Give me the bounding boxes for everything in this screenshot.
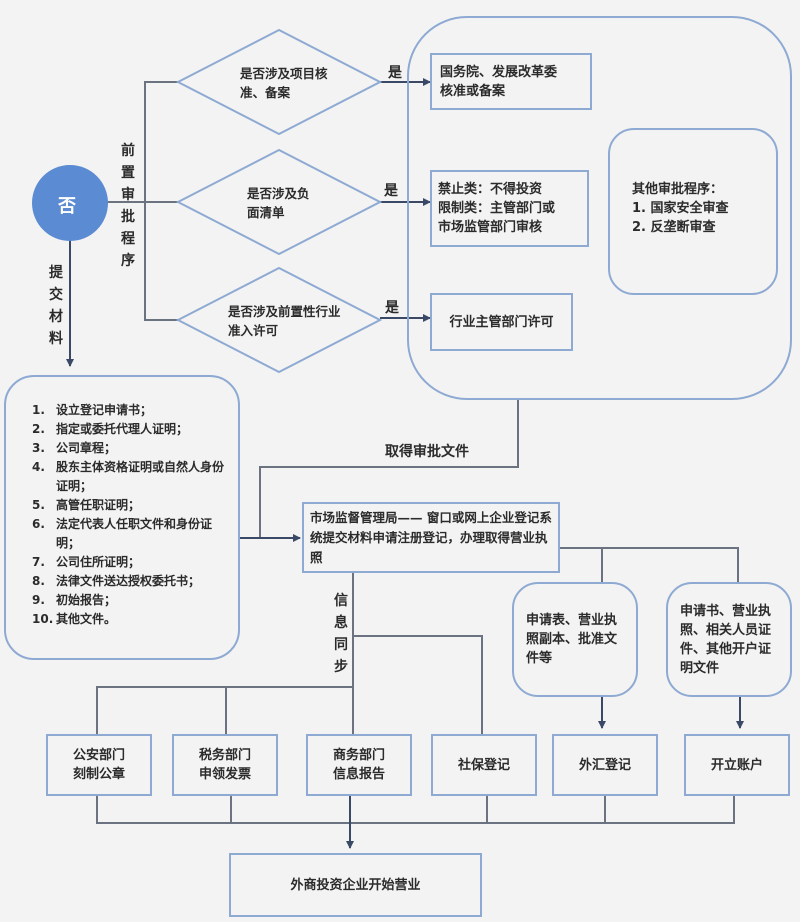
material-item: 6. 法定代表人任职文件和身份证明； — [32, 515, 228, 553]
department-text: 商务部门 — [332, 748, 385, 763]
material-item: 2. 指定或委托代理人证明； — [32, 420, 228, 439]
department-text: 社保登记 — [457, 757, 510, 773]
material-number: 7. — [32, 555, 45, 569]
start-node-circle — [32, 165, 108, 241]
material-text: 公司住所证明； — [56, 555, 141, 569]
material-item: 4. 股东主体资格证明或自然人身份证明； — [32, 458, 228, 496]
department-text: 信息报告 — [332, 767, 385, 782]
department-text: 开立账户 — [710, 757, 763, 773]
material-number: 8. — [32, 574, 45, 588]
material-number: 5. — [32, 498, 45, 512]
material-text: 法定代表人任职文件和身份证明； — [56, 517, 213, 550]
material-text: 初始报告； — [56, 593, 117, 607]
material-text: 指定或委托代理人证明； — [56, 422, 189, 436]
material-number: 3. — [32, 441, 45, 455]
materials-box: 1. 设立登记申请书； 2. 指定或委托代理人证明； 3. 公司章程； 4. 股东主体资格证明… — [4, 375, 240, 660]
final-box: 外商投资企业开始营业 — [229, 853, 482, 917]
tax-box: 税务部门申领发票 — [172, 734, 278, 796]
decision-1-text: 是否涉及项目核准、备案 — [240, 66, 328, 100]
material-item: 5. 高管任职证明； — [32, 496, 228, 515]
material-text: 法律文件送达授权委托书； — [56, 574, 201, 588]
material-item: 9. 初始报告； — [32, 591, 228, 610]
material-number: 10. — [32, 612, 54, 626]
bank-account-box: 开立账户 — [684, 734, 790, 796]
decision-diamond-1 — [175, 28, 383, 136]
department-text: 税务部门 — [198, 748, 251, 763]
department-text: 外汇登记 — [578, 757, 631, 773]
negative-list-box: 禁止类：不得投资 限制类：主管部门或 市场监管部门审核 — [430, 170, 589, 247]
material-text: 股东主体资格证明或自然人身份证明； — [56, 460, 225, 493]
forex-registration-box: 外汇登记 — [552, 734, 658, 796]
materials-list: 1. 设立登记申请书； 2. 指定或委托代理人证明； 3. 公司章程； 4. 股东主体资格证明… — [32, 401, 228, 629]
start-node-label: 否 — [58, 196, 76, 217]
ndrc-approval-box: 国务院、发展改革委 核准或备案 — [430, 53, 592, 110]
yes-label-1: 是 — [388, 65, 402, 81]
material-text: 设立登记申请书； — [56, 403, 153, 417]
yes-label-3: 是 — [385, 300, 399, 316]
commerce-box: 商务部门信息报告 — [306, 734, 412, 796]
industry-permit-box: 行业主管部门许可 — [430, 293, 573, 351]
material-number: 4. — [32, 460, 45, 474]
market-bureau-box: 市场监督管理局—— 窗口或网上企业登记系统提交材料申请注册登记，办理取得营业执照 — [302, 502, 560, 573]
material-item: 10.其他文件。 — [32, 610, 228, 629]
decision-diamond-3 — [175, 266, 383, 374]
yes-label-2: 是 — [384, 183, 398, 199]
decision-diamond-2 — [175, 148, 383, 256]
department-text: 刻制公章 — [72, 767, 125, 782]
bank-docs-box: 申请书、营业执照、相关人员证件、其他开户证明文件 — [666, 582, 792, 697]
material-item: 1. 设立登记申请书； — [32, 401, 228, 420]
forex-docs-box: 申请表、营业执照副本、批准文件等 — [512, 582, 638, 697]
material-text: 其他文件。 — [56, 612, 117, 626]
material-item: 8. 法律文件送达授权委托书； — [32, 572, 228, 591]
submit-materials-label: 提交材料 — [49, 265, 63, 347]
obtain-approval-label: 取得审批文件 — [385, 444, 469, 460]
decision-2-text: 是否涉及负面清单 — [247, 186, 310, 220]
other-approval-box: 其他审批程序： 1. 国家安全审查 2. 反垄断审查 — [608, 128, 778, 295]
material-number: 9. — [32, 593, 45, 607]
material-item: 7. 公司住所证明； — [32, 553, 228, 572]
social-security-box: 社保登记 — [431, 734, 537, 796]
department-text: 公安部门 — [72, 748, 125, 763]
material-number: 2. — [32, 422, 45, 436]
material-number: 6. — [32, 517, 45, 531]
department-text: 申领发票 — [198, 767, 251, 782]
info-sync-label: 信息同步 — [334, 593, 348, 675]
material-text: 高管任职证明； — [56, 498, 141, 512]
material-item: 3. 公司章程； — [32, 439, 228, 458]
material-text: 公司章程； — [56, 441, 117, 455]
material-number: 1. — [32, 403, 45, 417]
pre-approval-label: 前置审批程序 — [121, 143, 135, 269]
decision-3-text: 是否涉及前置性行业准入许可 — [228, 304, 341, 338]
approval-container — [407, 16, 792, 400]
police-box: 公安部门刻制公章 — [46, 734, 152, 796]
